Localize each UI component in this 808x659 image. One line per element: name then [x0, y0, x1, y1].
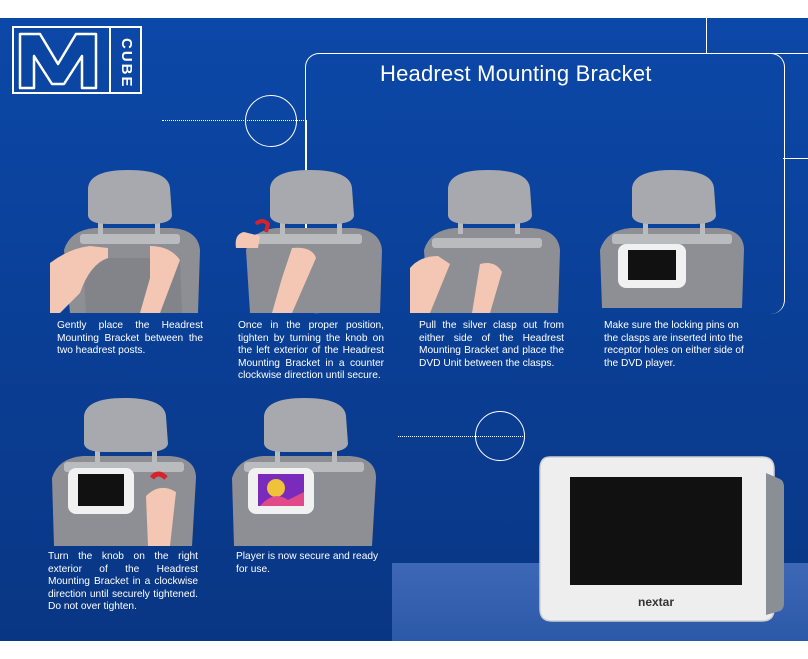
step-5-illustration	[52, 398, 196, 546]
step-3-illustration	[410, 170, 560, 313]
step-4-illustration	[600, 170, 744, 308]
lower-dotted-line	[398, 436, 523, 437]
step-2-caption: Once in the proper position, tighten by …	[238, 320, 384, 382]
page-title: Headrest Mounting Bracket	[380, 61, 652, 86]
step-4-caption: Make sure the locking pins on the clasps…	[604, 320, 744, 369]
step-3-caption: Pull the silver clasp out from either si…	[419, 320, 564, 369]
step-2-illustration	[235, 170, 382, 313]
device-brand-text: nextar	[638, 595, 674, 609]
step-5-caption: Turn the knob on the right exterior of t…	[48, 551, 198, 613]
upper-circle	[245, 95, 297, 147]
step-6-illustration	[232, 398, 376, 546]
step-1-caption: Gently place the Headrest Mounting Brack…	[57, 320, 203, 357]
m-cube-logo: CUBE	[12, 26, 142, 94]
dvd-player-image: nextar	[539, 456, 784, 622]
right-vertical-line	[706, 18, 707, 53]
step-6-caption: Player is now secure and ready for use.	[236, 551, 379, 575]
step-1-illustration	[50, 170, 200, 313]
instruction-panel: Headrest Mounting Bracket CUBE	[0, 18, 808, 641]
logo-side-text: CUBE	[118, 38, 135, 89]
upper-dotted-line	[162, 120, 306, 121]
right-frame-tail	[783, 158, 808, 159]
lower-circle	[475, 411, 525, 461]
